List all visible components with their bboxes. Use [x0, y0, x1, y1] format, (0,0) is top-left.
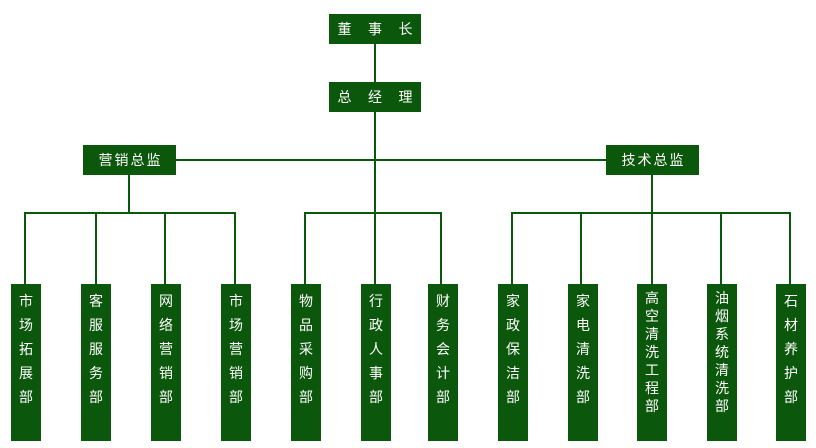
department-char: 场 [19, 318, 33, 334]
department-char: 洗 [715, 381, 729, 397]
department-char: 人 [369, 342, 383, 358]
department-char: 会 [436, 342, 450, 358]
department-char: 材 [784, 318, 798, 334]
department-char: 场 [229, 318, 243, 334]
department-char: 工 [645, 363, 659, 379]
department-node: 家政保洁部 [498, 284, 528, 441]
department-char: 烟 [715, 309, 729, 325]
department-char: 客 [89, 294, 103, 310]
department-node: 客服服务部 [81, 284, 111, 441]
department-char: 清 [645, 327, 659, 343]
department-char: 部 [19, 390, 33, 406]
department-char: 部 [159, 390, 173, 406]
department-char: 洁 [506, 366, 520, 382]
department-char: 购 [299, 366, 313, 382]
department-node: 高空清洗工程部 [637, 284, 667, 441]
department-char: 拓 [19, 342, 33, 358]
department-char: 程 [645, 381, 659, 397]
department-char: 家 [506, 294, 520, 310]
department-char: 服 [89, 342, 103, 358]
department-node: 网络营销部 [151, 284, 181, 441]
node-tech-director: 技术总监 [606, 145, 699, 175]
department-char: 物 [299, 294, 313, 310]
department-char: 政 [369, 318, 383, 334]
department-char: 销 [159, 366, 173, 382]
department-char: 部 [506, 390, 520, 406]
department-node: 石材养护部 [776, 284, 806, 441]
department-char: 部 [576, 390, 590, 406]
department-char: 部 [369, 390, 383, 406]
department-char: 计 [436, 366, 450, 382]
department-char: 市 [19, 294, 33, 310]
department-char: 部 [89, 390, 103, 406]
node-chairman: 董 事 长 [329, 14, 421, 44]
department-char: 销 [229, 366, 243, 382]
department-node: 油烟系统清洗部 [707, 284, 737, 441]
department-char: 行 [369, 294, 383, 310]
department-char: 务 [89, 366, 103, 382]
department-char: 清 [715, 363, 729, 379]
department-node: 家电清洗部 [568, 284, 598, 441]
department-char: 政 [506, 318, 520, 334]
department-char: 财 [436, 294, 450, 310]
department-char: 养 [784, 342, 798, 358]
department-char: 营 [229, 342, 243, 358]
department-char: 务 [436, 318, 450, 334]
department-char: 家 [576, 294, 590, 310]
department-char: 系 [715, 327, 729, 343]
department-node: 市场拓展部 [11, 284, 41, 441]
node-general-manager: 总 经 理 [329, 82, 421, 112]
department-char: 电 [576, 318, 590, 334]
department-char: 洗 [645, 345, 659, 361]
department-char: 部 [299, 390, 313, 406]
department-char: 事 [369, 366, 383, 382]
department-char: 洗 [576, 366, 590, 382]
department-char: 高 [645, 291, 659, 307]
department-char: 石 [784, 294, 798, 310]
department-char: 服 [89, 318, 103, 334]
department-char: 统 [715, 345, 729, 361]
department-char: 市 [229, 294, 243, 310]
node-marketing-director: 营销总监 [83, 145, 176, 175]
department-char: 采 [299, 342, 313, 358]
department-char: 品 [299, 318, 313, 334]
department-char: 保 [506, 342, 520, 358]
department-char: 部 [436, 390, 450, 406]
department-char: 空 [645, 309, 659, 325]
department-char: 展 [19, 366, 33, 382]
department-node: 物品采购部 [291, 284, 321, 441]
department-char: 部 [715, 399, 729, 415]
department-char: 部 [645, 399, 659, 415]
department-char: 营 [159, 342, 173, 358]
department-char: 网 [159, 294, 173, 310]
department-char: 络 [159, 318, 173, 334]
department-node: 行政人事部 [361, 284, 391, 441]
department-node: 市场营销部 [221, 284, 251, 441]
department-char: 部 [784, 390, 798, 406]
department-char: 清 [576, 342, 590, 358]
department-node: 财务会计部 [428, 284, 458, 441]
department-char: 油 [715, 291, 729, 307]
department-char: 护 [784, 366, 798, 382]
department-char: 部 [229, 390, 243, 406]
